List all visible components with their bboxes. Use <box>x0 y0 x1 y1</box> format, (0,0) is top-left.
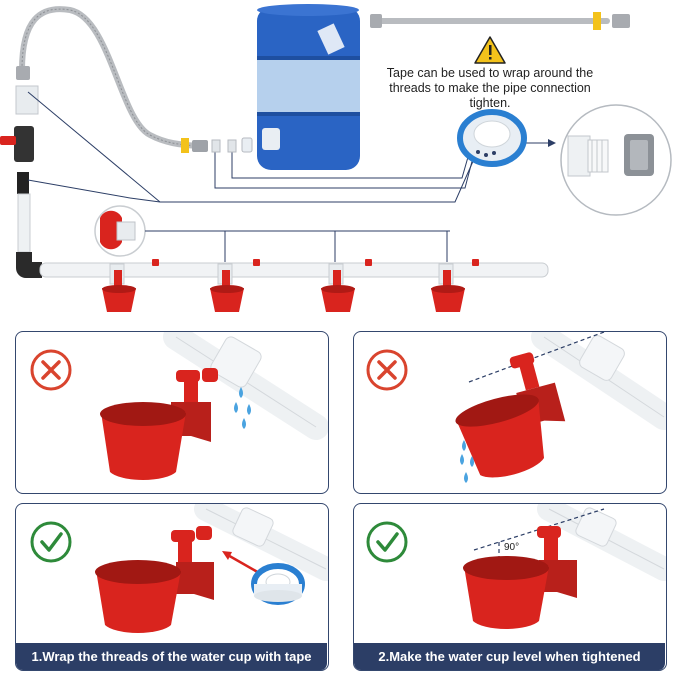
panel-3-illustration <box>30 504 328 634</box>
check-circle-icon <box>30 521 72 563</box>
water-cup-4 <box>431 263 465 312</box>
panel-2-illustration <box>366 332 666 483</box>
water-cup-1 <box>102 263 136 312</box>
pvc-riser <box>17 193 31 253</box>
braided-hose-straight <box>378 18 610 24</box>
hose-band <box>181 138 189 153</box>
check-circle-icon <box>366 521 408 563</box>
braided-hose <box>19 6 203 149</box>
pvc-adapter <box>15 85 39 115</box>
ball-valve <box>14 126 34 162</box>
angle-label: 90° <box>504 542 519 553</box>
hose-nut <box>16 66 30 80</box>
water-drops-icon <box>460 440 474 483</box>
horizontal-pipe <box>39 262 549 278</box>
water-cup-2 <box>210 263 244 312</box>
warning-triangle-icon <box>474 36 506 64</box>
pvc-elbow <box>16 252 42 278</box>
thread-tape-roll <box>251 563 305 605</box>
assembly-diagram <box>0 4 672 312</box>
water-cup-3 <box>321 263 355 312</box>
x-circle-icon <box>30 349 72 391</box>
panel-incorrect-tilted <box>353 331 667 494</box>
panel-correct-tape: 1.Wrap the threads of the water cup with… <box>15 503 329 671</box>
panel-correct-level: 90° 2.Make the water cup level when tigh… <box>353 503 667 671</box>
valve-handle <box>0 136 16 145</box>
caption-left: 1.Wrap the threads of the water cup with… <box>16 643 327 670</box>
zoom-circle-threads <box>560 104 672 216</box>
panel-incorrect-dripping <box>15 331 329 494</box>
blue-barrel <box>257 4 360 170</box>
x-circle-icon <box>366 349 408 391</box>
water-drops-icon <box>234 387 251 429</box>
caption-right: 2.Make the water cup level when tightene… <box>354 643 665 670</box>
panel-4-illustration: 90° <box>366 504 666 630</box>
warning-text: Tape can be used to wrap around the thre… <box>386 66 594 110</box>
panel-1-illustration <box>30 332 328 481</box>
thread-tape-roll <box>457 109 527 167</box>
